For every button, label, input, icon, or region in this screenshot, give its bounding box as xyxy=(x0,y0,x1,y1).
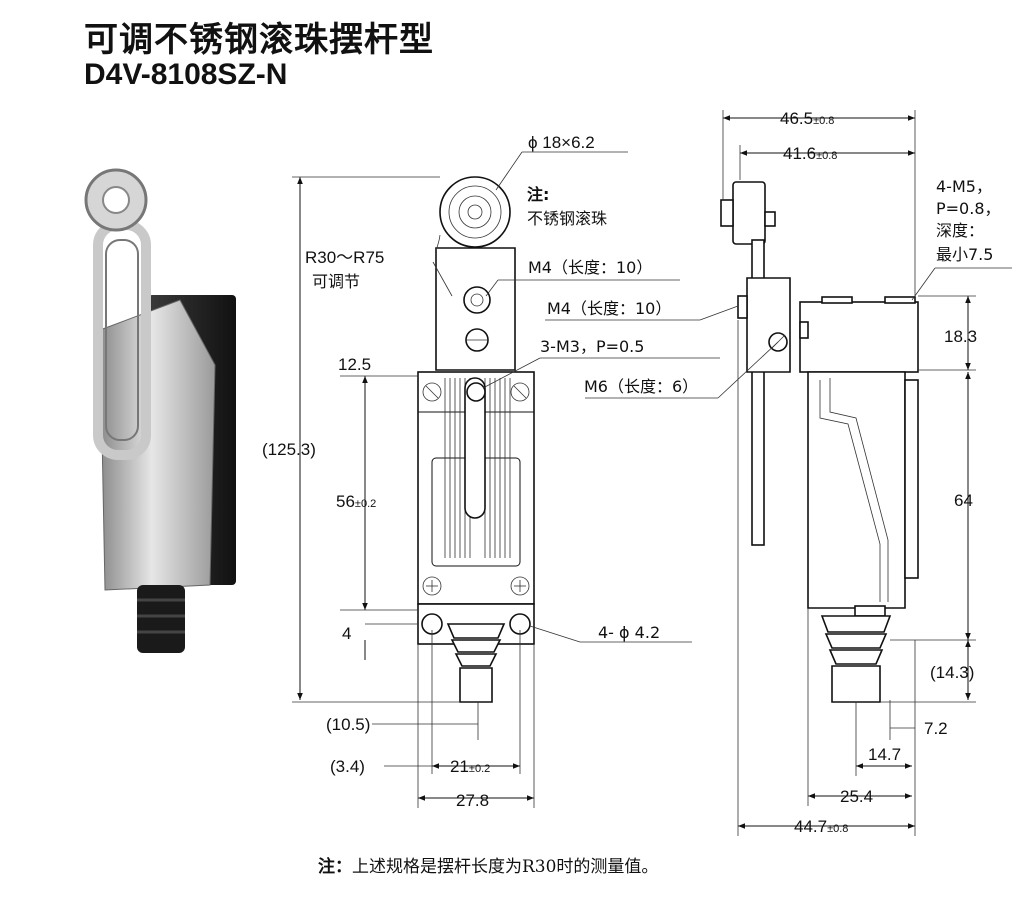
front-view xyxy=(292,151,720,808)
footnote-text: 上述规格是摆杆长度为R30时的测量值。 xyxy=(352,857,659,877)
model-number: D4V-8108SZ-N xyxy=(84,58,288,91)
front-m4-label: M4（长度：10） xyxy=(528,258,652,277)
side-body xyxy=(807,371,906,609)
roller-note-text: 不锈钢滚珠 xyxy=(527,209,607,228)
footnote-label: 注： xyxy=(318,857,352,877)
dim-14-7: 14.7 xyxy=(868,745,901,764)
dim-12-5: 12.5 xyxy=(338,355,371,374)
holes-label: 4- ϕ 4.2 xyxy=(598,623,660,642)
m5-line-4: 最小7.5 xyxy=(936,245,993,264)
side-view xyxy=(545,110,1012,836)
radius-note: 可调节 xyxy=(312,272,360,291)
side-m4-label: M4（长度：10） xyxy=(547,299,671,318)
dim-25-4: 25.4 xyxy=(840,787,873,806)
dim-64: 64 xyxy=(954,491,973,510)
footnote: 注：上述规格是摆杆长度为R30时的测量值。 xyxy=(318,852,658,877)
m5-line-2: P=0.8， xyxy=(936,199,1001,218)
product-title: 可调不锈钢滚珠摆杆型 xyxy=(84,20,434,60)
front-cable-gland xyxy=(446,623,506,703)
side-body-top xyxy=(799,301,919,373)
product-photo xyxy=(84,168,236,653)
photo-housing-front xyxy=(99,299,216,591)
dim-18-3: 18.3 xyxy=(944,327,977,346)
m5-line-3: 深度： xyxy=(936,221,984,240)
dim-3-4: (3.4) xyxy=(330,757,365,776)
dim-27-8: 27.8 xyxy=(456,791,489,810)
dim-125-3: (125.3) xyxy=(262,440,316,459)
dim-56: 56±0.2 xyxy=(336,492,376,511)
side-head xyxy=(746,277,791,373)
m6-label: M6（长度：6） xyxy=(584,377,698,396)
roller-size-label: ϕ 18×6.2 xyxy=(528,133,595,152)
m3-label: 3-M3，P=0.5 xyxy=(540,337,644,356)
dim-41-6: 41.6±0.8 xyxy=(783,144,837,163)
dim-10-5: (10.5) xyxy=(326,715,370,734)
dim-44-7: 44.7±0.8 xyxy=(794,817,848,836)
radius-label: R30～R75 xyxy=(305,248,384,267)
m5-line-1: 4-M5， xyxy=(936,177,992,196)
roller-note-label: 注: xyxy=(527,185,549,204)
dim-14-3: (14.3) xyxy=(930,663,974,682)
photo-cable-gland xyxy=(137,585,185,653)
side-cable-gland xyxy=(820,615,892,703)
dim-46-5: 46.5±0.8 xyxy=(780,109,834,128)
front-roller xyxy=(439,176,511,248)
side-roller xyxy=(732,181,766,245)
dim-4: 4 xyxy=(342,624,351,643)
dim-7-2: 7.2 xyxy=(924,719,948,738)
dim-21: 21±0.2 xyxy=(450,757,490,776)
